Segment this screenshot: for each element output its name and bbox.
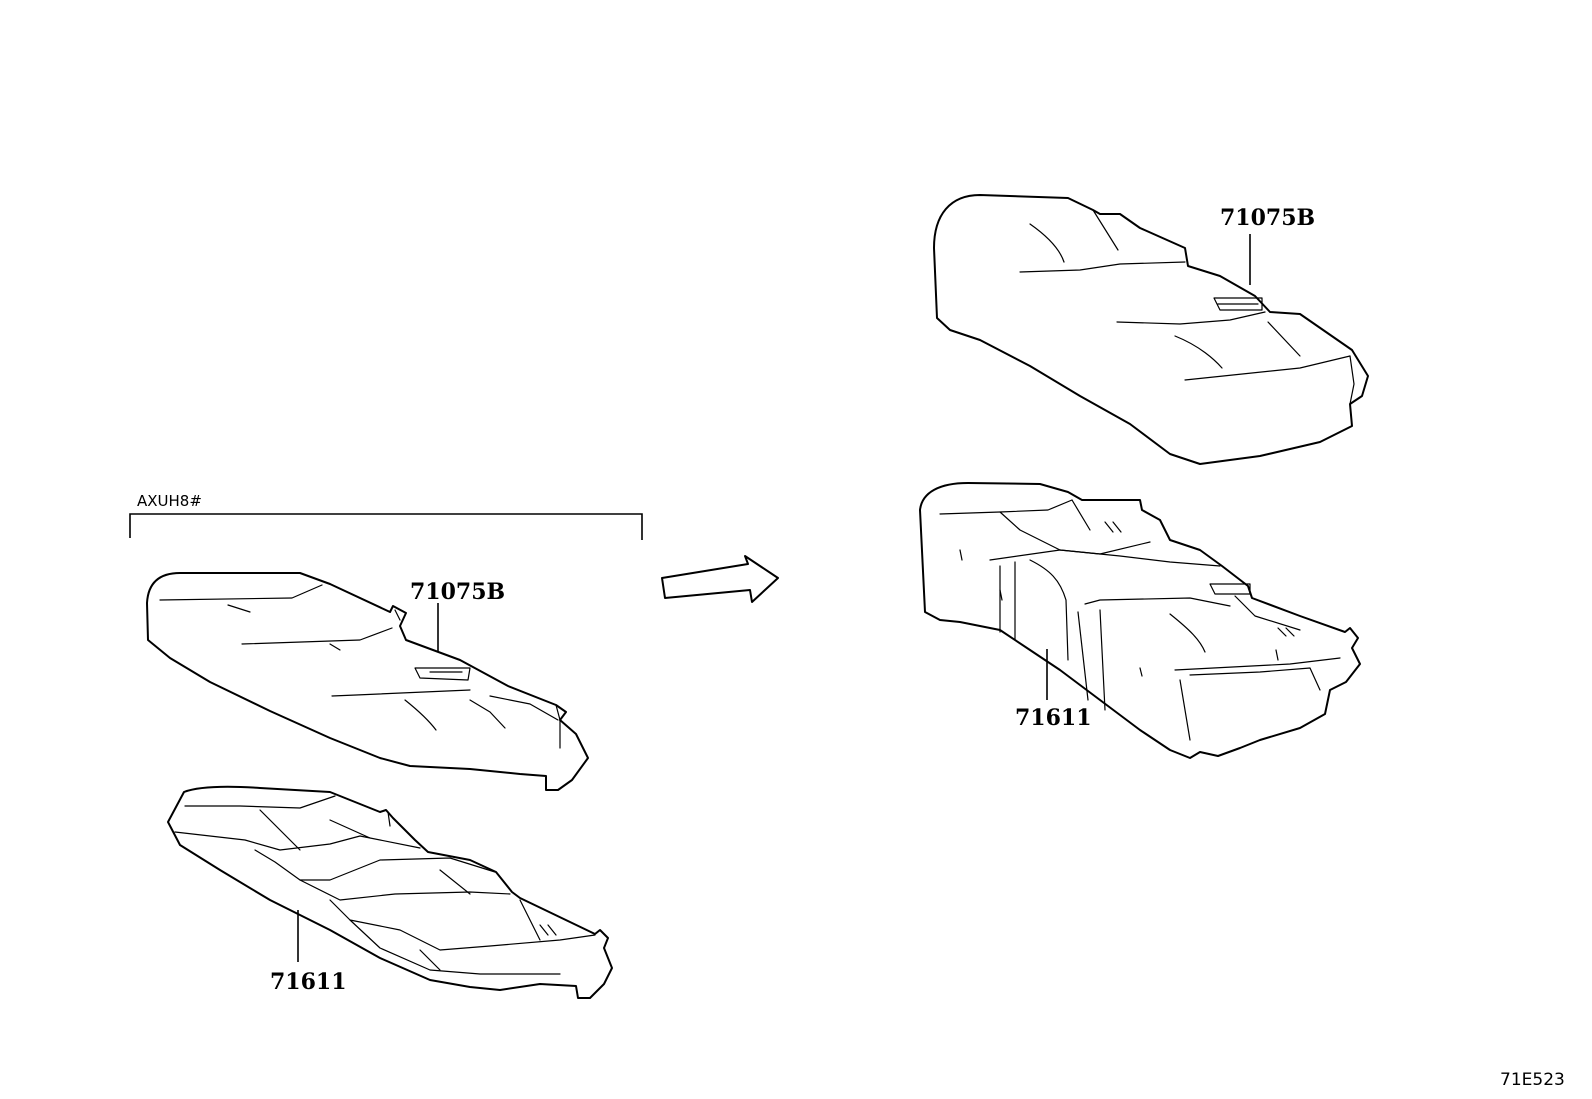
figure-number: 71E523 — [1500, 1070, 1565, 1090]
right-arrow-icon — [661, 555, 779, 603]
leader-lines — [297, 234, 1251, 962]
callout-right-seat-cover: 71075B — [1220, 205, 1315, 231]
variant-label: AXUH8# — [137, 492, 202, 510]
right-seat-cushion-pad — [919, 482, 1361, 759]
callout-left-seat-pad: 71611 — [270, 969, 347, 995]
left-seat-cushion-cover — [146, 572, 589, 791]
right-seat-cushion-cover — [933, 194, 1369, 465]
variant-bracket — [129, 513, 643, 540]
callout-left-seat-cover: 71075B — [410, 579, 505, 605]
left-seat-cushion-pad — [167, 785, 613, 999]
callout-right-seat-pad: 71611 — [1015, 705, 1092, 731]
